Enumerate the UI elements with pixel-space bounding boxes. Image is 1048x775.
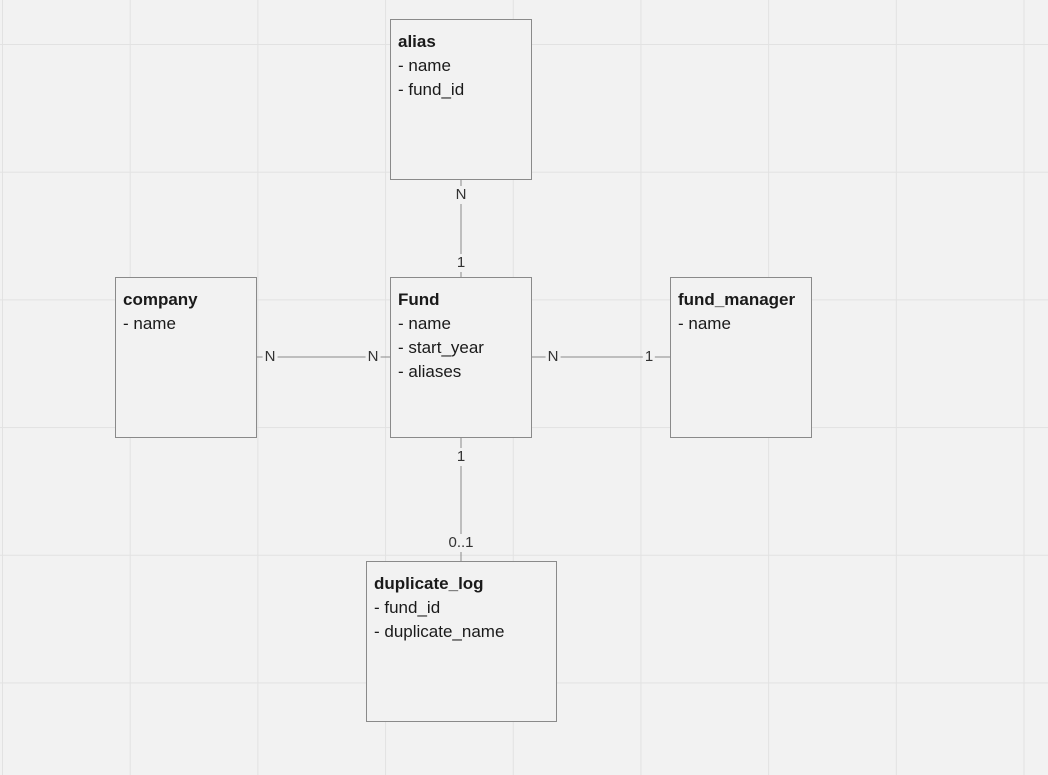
entity-fund[interactable]: Fund - name - start_year - aliases (390, 277, 532, 438)
cardinality-label: N (365, 348, 381, 366)
entity-title: duplicate_log (374, 574, 484, 593)
entity-title: fund_manager (678, 290, 796, 309)
entity-attribute: - fund_id (398, 80, 465, 99)
entity-attribute: - duplicate_name (374, 622, 505, 641)
cardinality-label: 1 (454, 448, 468, 466)
cardinality-label: 1 (454, 254, 468, 272)
entity-fund-manager[interactable]: fund_manager - name (670, 277, 812, 438)
entity-title: company (123, 290, 198, 309)
entity-title: alias (398, 32, 436, 51)
cardinality-label: N (262, 348, 278, 366)
entity-attribute: - name (398, 56, 451, 75)
entity-attribute: - fund_id (374, 598, 441, 617)
entity-title: Fund (398, 290, 440, 309)
entity-attribute: - name (678, 314, 731, 333)
cardinality-label: N (545, 348, 561, 366)
entity-company[interactable]: company - name (115, 277, 257, 438)
cardinality-label: 1 (642, 348, 656, 366)
entity-alias[interactable]: alias - name - fund_id (390, 19, 532, 180)
entity-attribute: - start_year (398, 338, 484, 357)
cardinality-label: N (453, 186, 469, 204)
cardinality-label: 0..1 (446, 534, 476, 552)
entity-attribute: - name (123, 314, 176, 333)
entity-attribute: - name (398, 314, 451, 333)
entity-attribute: - aliases (398, 362, 462, 381)
entity-duplicate-log[interactable]: duplicate_log - fund_id - duplicate_name (366, 561, 557, 722)
